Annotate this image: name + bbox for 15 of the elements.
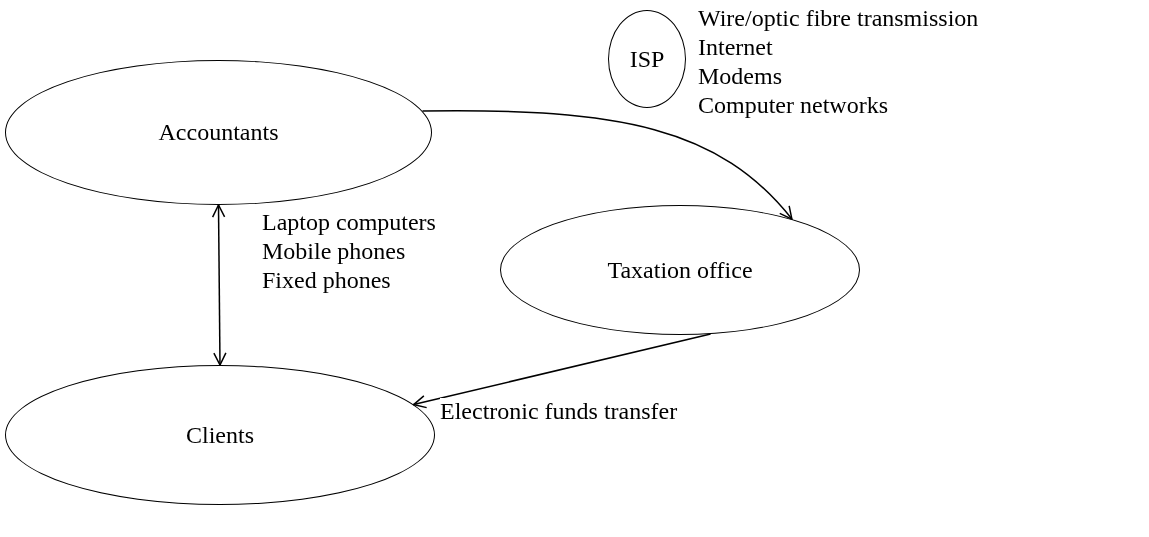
arrow: [211, 204, 227, 366]
list-item: Wire/optic fibre transmission: [698, 4, 979, 33]
list-item: Internet: [698, 33, 774, 62]
list-item: Laptop computers: [262, 208, 436, 237]
ellipse-node: [5, 60, 432, 205]
arrow: [421, 110, 793, 220]
node-label: Accountants: [158, 119, 279, 146]
node-label: Clients: [186, 421, 254, 449]
node-label: ISP: [629, 45, 665, 73]
arrow: [412, 333, 712, 409]
node-label: Taxation office: [607, 256, 753, 284]
list-item: Computer networks: [698, 91, 889, 120]
list-item: Mobile phones: [262, 237, 407, 266]
list-item: Fixed phones: [262, 266, 392, 295]
list-item: Modems: [698, 62, 783, 91]
